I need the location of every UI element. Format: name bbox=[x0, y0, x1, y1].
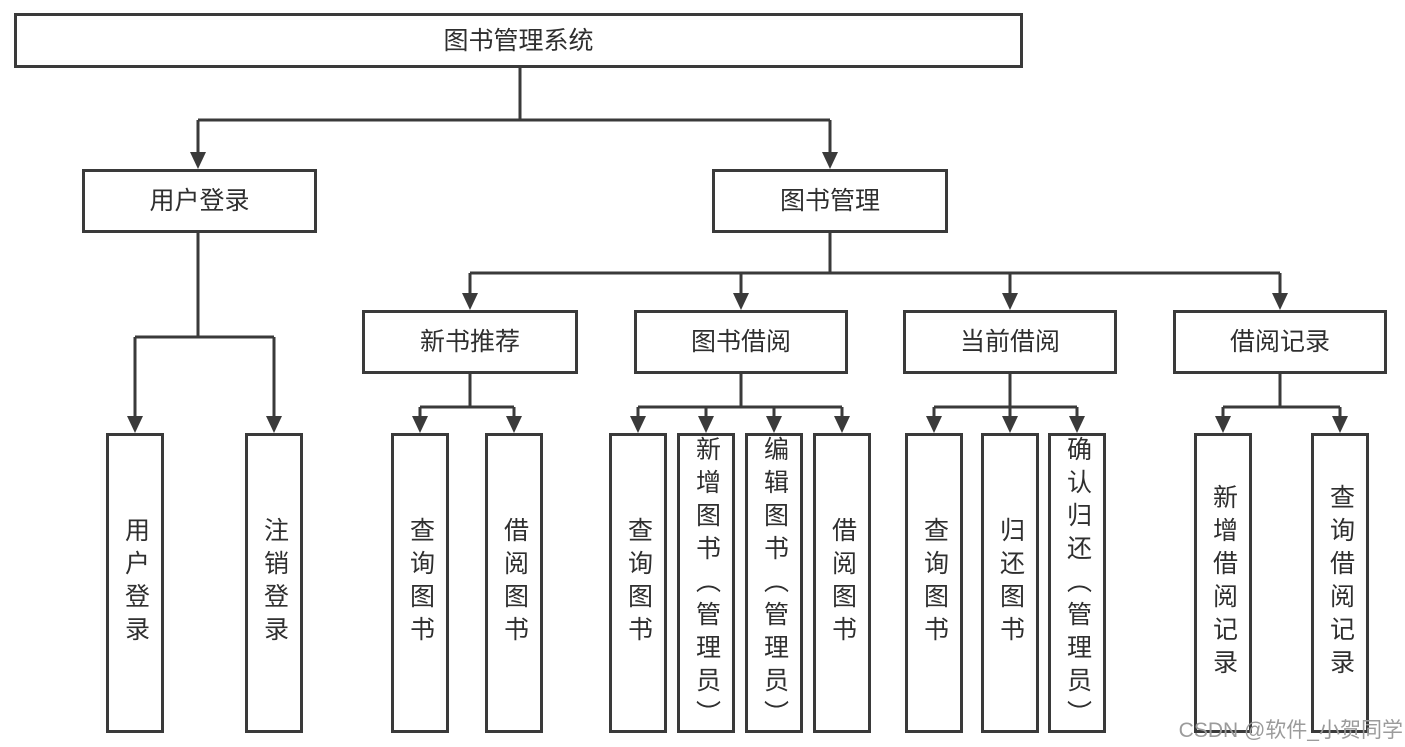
node-leaf-current-return-books-label: 归还图书 bbox=[996, 517, 1025, 649]
node-leaf-newbook-query-books-label: 查询图书 bbox=[406, 517, 435, 649]
node-current-borrowing-label: 当前借阅 bbox=[959, 328, 1060, 356]
arrowhead bbox=[1002, 293, 1018, 310]
node-book-borrowing: 图书借阅 bbox=[634, 310, 848, 374]
arrowhead bbox=[834, 416, 850, 433]
arrowhead bbox=[1002, 416, 1018, 433]
node-user-login: 用户登录 bbox=[82, 169, 317, 233]
arrowheads bbox=[127, 152, 1348, 433]
arrowhead bbox=[766, 416, 782, 433]
node-leaf-newbook-borrow-books: 借阅图书 bbox=[485, 433, 543, 733]
arrowhead bbox=[822, 152, 838, 169]
arrowhead bbox=[266, 416, 282, 433]
node-leaf-user-login: 用户登录 bbox=[106, 433, 164, 733]
node-new-book-recommendation: 新书推荐 bbox=[362, 310, 578, 374]
arrowhead bbox=[506, 416, 522, 433]
node-leaf-logout: 注销登录 bbox=[245, 433, 303, 733]
node-leaf-borrow-add-books-admin-label: 新增图书（管理员） bbox=[692, 436, 721, 733]
arrowhead bbox=[698, 416, 714, 433]
arrowhead bbox=[733, 293, 749, 310]
node-leaf-borrow-edit-books-admin-label: 编辑图书（管理员） bbox=[760, 436, 789, 733]
node-leaf-records-query-record-label: 查询借阅记录 bbox=[1326, 484, 1355, 682]
node-borrowing-records: 借阅记录 bbox=[1173, 310, 1387, 374]
node-leaf-borrow-query-books-label: 查询图书 bbox=[624, 517, 653, 649]
node-leaf-borrow-edit-books-admin: 编辑图书（管理员） bbox=[745, 433, 803, 733]
node-leaf-current-return-books: 归还图书 bbox=[981, 433, 1039, 733]
node-current-borrowing: 当前借阅 bbox=[903, 310, 1117, 374]
node-leaf-newbook-query-books: 查询图书 bbox=[391, 433, 449, 733]
arrowhead bbox=[926, 416, 942, 433]
arrowhead bbox=[1332, 416, 1348, 433]
node-book-management-label: 图书管理 bbox=[779, 187, 880, 215]
connector-new-book-to-leaves bbox=[418, 374, 516, 419]
connector-borrow-record-to-leaves bbox=[1221, 374, 1342, 419]
arrowhead bbox=[1272, 293, 1288, 310]
arrowhead bbox=[462, 293, 478, 310]
connector-book-management-to-level3 bbox=[468, 233, 1282, 296]
node-leaf-borrow-borrow-books: 借阅图书 bbox=[813, 433, 871, 733]
node-borrowing-records-label: 借阅记录 bbox=[1229, 328, 1330, 356]
node-root: 图书管理系统 bbox=[14, 13, 1023, 68]
node-book-management: 图书管理 bbox=[712, 169, 948, 233]
arrowhead bbox=[1069, 416, 1085, 433]
node-leaf-current-query-books: 查询图书 bbox=[905, 433, 963, 733]
node-user-login-label: 用户登录 bbox=[149, 187, 250, 215]
node-leaf-logout-label: 注销登录 bbox=[260, 517, 289, 649]
node-leaf-newbook-borrow-books-label: 借阅图书 bbox=[500, 517, 529, 649]
node-leaf-borrow-borrow-books-label: 借阅图书 bbox=[828, 517, 857, 649]
node-new-book-recommendation-label: 新书推荐 bbox=[419, 328, 520, 356]
arrowhead bbox=[127, 416, 143, 433]
csdn-watermark: CSDN @软件_小贺同学 bbox=[1178, 719, 1403, 742]
connector-book-borrow-to-leaves bbox=[636, 374, 844, 419]
node-leaf-user-login-label: 用户登录 bbox=[121, 517, 150, 649]
connector-root-to-level2 bbox=[196, 68, 832, 155]
arrowhead bbox=[190, 152, 206, 169]
node-book-borrowing-label: 图书借阅 bbox=[690, 328, 791, 356]
node-leaf-borrow-add-books-admin: 新增图书（管理员） bbox=[677, 433, 735, 733]
node-leaf-current-confirm-return-admin-label: 确认归还（管理员） bbox=[1063, 436, 1092, 733]
connector-user-login-to-leaves bbox=[133, 233, 276, 419]
node-leaf-records-add-record-label: 新增借阅记录 bbox=[1209, 484, 1238, 682]
arrowhead bbox=[1215, 416, 1231, 433]
node-leaf-current-query-books-label: 查询图书 bbox=[920, 517, 949, 649]
arrowhead bbox=[412, 416, 428, 433]
node-leaf-borrow-query-books: 查询图书 bbox=[609, 433, 667, 733]
node-leaf-current-confirm-return-admin: 确认归还（管理员） bbox=[1048, 433, 1106, 733]
connector-current-borrow-to-leaves bbox=[932, 374, 1079, 419]
node-leaf-records-query-record: 查询借阅记录 bbox=[1311, 433, 1369, 733]
node-leaf-records-add-record: 新增借阅记录 bbox=[1194, 433, 1252, 733]
node-root-label: 图书管理系统 bbox=[443, 26, 594, 55]
arrowhead bbox=[630, 416, 646, 433]
